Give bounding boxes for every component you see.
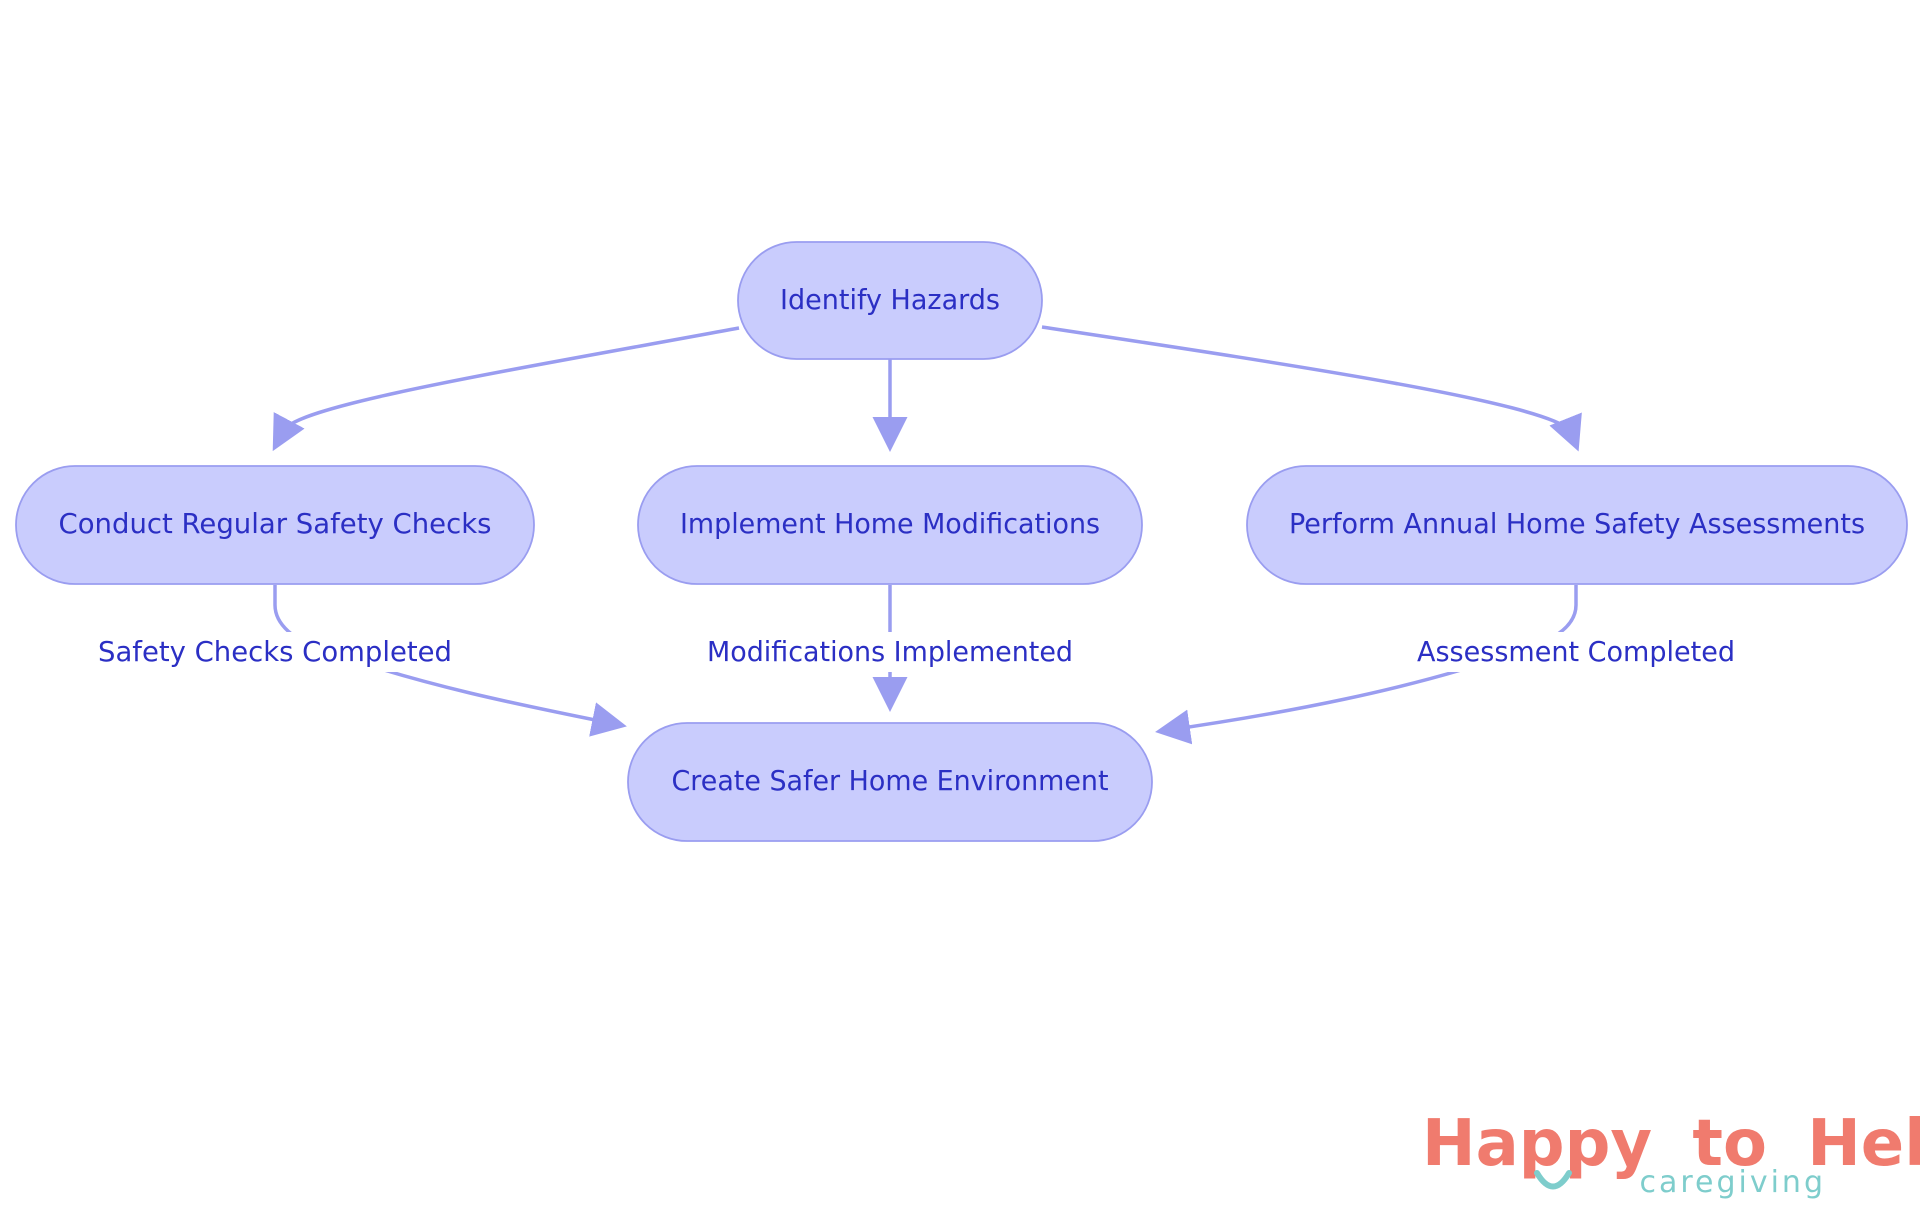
edge-label-bg-modifications bbox=[704, 632, 1076, 672]
edge-label-modifications: Modifications Implemented bbox=[707, 635, 1073, 668]
node-conduct-safety-checks-shape bbox=[15, 465, 535, 585]
node-identify-hazards-label: Identify Hazards bbox=[780, 283, 1000, 316]
logo-title: Happy to Help bbox=[1422, 1107, 1920, 1181]
edge-label-bg-checks bbox=[96, 632, 456, 672]
node-implement-modifications: Implement Home Modifications bbox=[637, 465, 1143, 585]
smile-icon bbox=[1534, 1170, 1572, 1190]
node-safer-environment-shape bbox=[627, 722, 1153, 842]
node-identify-hazards-shape bbox=[737, 241, 1043, 360]
logo-word-happy: Happy bbox=[1422, 1107, 1652, 1181]
nodes: Identify Hazards Conduct Regular Safety … bbox=[15, 241, 1908, 842]
logo-subtitle: caregiving bbox=[1639, 1165, 1826, 1200]
node-implement-modifications-shape bbox=[637, 465, 1143, 585]
node-conduct-safety-checks-label: Conduct Regular Safety Checks bbox=[59, 507, 492, 540]
edge-labels: Safety Checks Completed Modifications Im… bbox=[96, 632, 1738, 672]
edge-label-checks: Safety Checks Completed bbox=[98, 635, 452, 668]
node-conduct-safety-checks: Conduct Regular Safety Checks bbox=[15, 465, 535, 585]
node-annual-assessments-label: Perform Annual Home Safety Assessments bbox=[1289, 507, 1865, 540]
node-identify-hazards: Identify Hazards bbox=[737, 241, 1043, 360]
node-implement-modifications-label: Implement Home Modifications bbox=[680, 507, 1100, 540]
happy-to-help-logo: Happy to Help caregiving bbox=[1422, 1107, 1920, 1200]
node-safer-environment-label: Create Safer Home Environment bbox=[672, 764, 1109, 797]
logo-word-help: Help bbox=[1807, 1107, 1920, 1181]
edge-identify-to-assessments bbox=[1041, 325, 1582, 452]
node-annual-assessments-shape bbox=[1246, 465, 1908, 585]
edge-label-assessments: Assessment Completed bbox=[1417, 635, 1735, 668]
logo-word-to: to bbox=[1692, 1107, 1767, 1181]
node-annual-assessments: Perform Annual Home Safety Assessments bbox=[1246, 465, 1908, 585]
node-safer-environment: Create Safer Home Environment bbox=[627, 722, 1153, 842]
edge-label-bg-assessments bbox=[1414, 632, 1738, 672]
edge-identify-to-checks bbox=[272, 326, 740, 452]
